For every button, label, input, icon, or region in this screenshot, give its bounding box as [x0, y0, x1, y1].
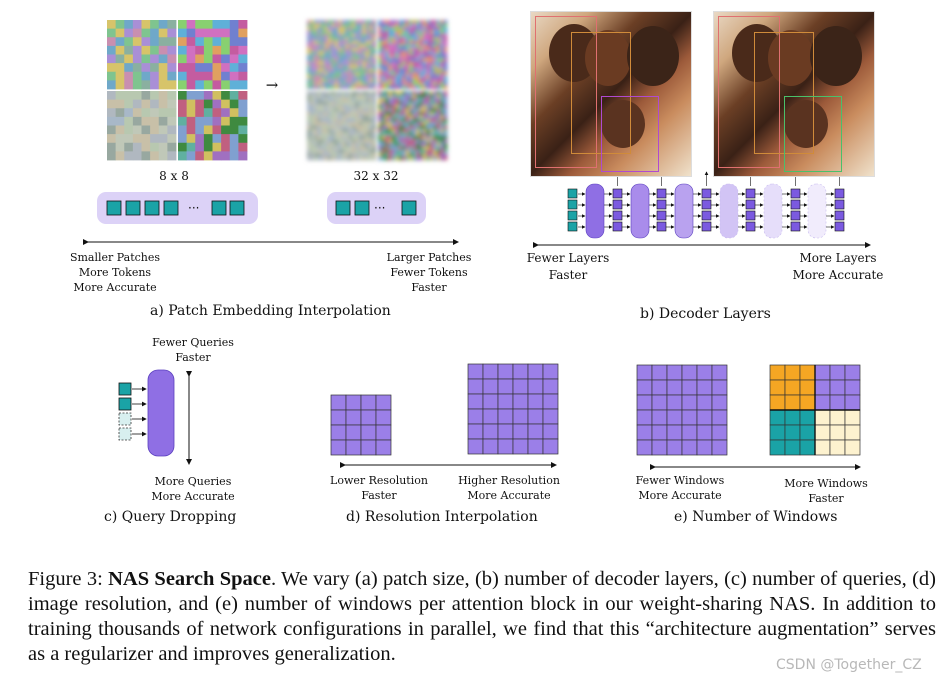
watermark: CSDN @Together_CZ — [776, 657, 922, 673]
patch-grid-small — [107, 20, 248, 161]
detection-photo-right — [713, 11, 875, 177]
panel-b-left-line2: Faster — [548, 268, 588, 282]
query-dropping-diagram — [118, 369, 192, 465]
panel-a-right-line3: Faster — [411, 281, 447, 294]
panel-c-bottom-line2: More Accurate — [151, 490, 235, 503]
panel-c-top-line2: Faster — [175, 351, 211, 364]
panel-c-bottom-line1: More Queries — [154, 475, 232, 488]
panel-d-left-line1: Lower Resolution — [330, 474, 428, 487]
caption-title: NAS Search Space — [108, 568, 271, 590]
panel-c-top-line1: Fewer Queries — [152, 336, 234, 349]
panel-c-caption: c) Query Dropping — [104, 509, 237, 525]
token-bar-large — [327, 192, 426, 224]
panel-b-right-line2: More Accurate — [792, 268, 884, 282]
panel-d-right-line1: Higher Resolution — [458, 474, 560, 487]
resolution-grid-large — [467, 363, 559, 455]
panel-a-left-line1: Smaller Patches — [69, 251, 161, 264]
panel-a-left-line3: More Accurate — [73, 281, 157, 294]
token-row-large: ··· — [335, 200, 417, 216]
figure-diagram: ··· ··· — [83, 20, 871, 470]
caption-prefix: Figure 3: — [28, 568, 109, 590]
panel-a-left-line2: More Tokens — [78, 266, 152, 279]
panel-a-right-line1: Larger Patches — [386, 251, 472, 264]
panel-e-caption: e) Number of Windows — [674, 509, 838, 525]
panel-e-right-line1: More Windows — [784, 477, 868, 490]
patch-grid-large — [307, 20, 448, 161]
decoder-layers-diagram — [567, 171, 845, 239]
panel-a-caption: a) Patch Embedding Interpolation — [150, 303, 391, 319]
panel-b-caption: b) Decoder Layers — [640, 306, 771, 322]
grid-size-small-label: 8 x 8 — [159, 169, 189, 183]
grid-size-large-label: 32 x 32 — [353, 169, 399, 183]
panel-e-right-line2: Faster — [808, 492, 844, 505]
panel-b-left-line1: Fewer Layers — [526, 251, 610, 265]
token-row-small: ··· — [106, 200, 245, 216]
panel-d-caption: d) Resolution Interpolation — [346, 509, 538, 525]
panel-d-left-line2: Faster — [361, 489, 397, 502]
panel-b-right-line1: More Layers — [799, 251, 877, 265]
windows-grid-quad — [769, 364, 861, 456]
panel-a-right-line2: Fewer Tokens — [390, 266, 468, 279]
detection-photo-left — [530, 11, 692, 177]
svg-text:···: ··· — [374, 201, 385, 215]
panel-d-right-line2: More Accurate — [467, 489, 551, 502]
arrow-right-icon: → — [265, 76, 279, 94]
resolution-grid-small — [330, 394, 392, 456]
panel-e-left-line1: Fewer Windows — [635, 474, 725, 487]
svg-text:···: ··· — [188, 201, 199, 215]
panel-e-left-line2: More Accurate — [638, 489, 722, 502]
figure-caption: Figure 3: NAS Search Space. We vary (a) … — [28, 567, 936, 667]
caption-body: . We vary (a) patch size, (b) number of … — [28, 568, 936, 665]
windows-grid-single — [636, 364, 728, 456]
